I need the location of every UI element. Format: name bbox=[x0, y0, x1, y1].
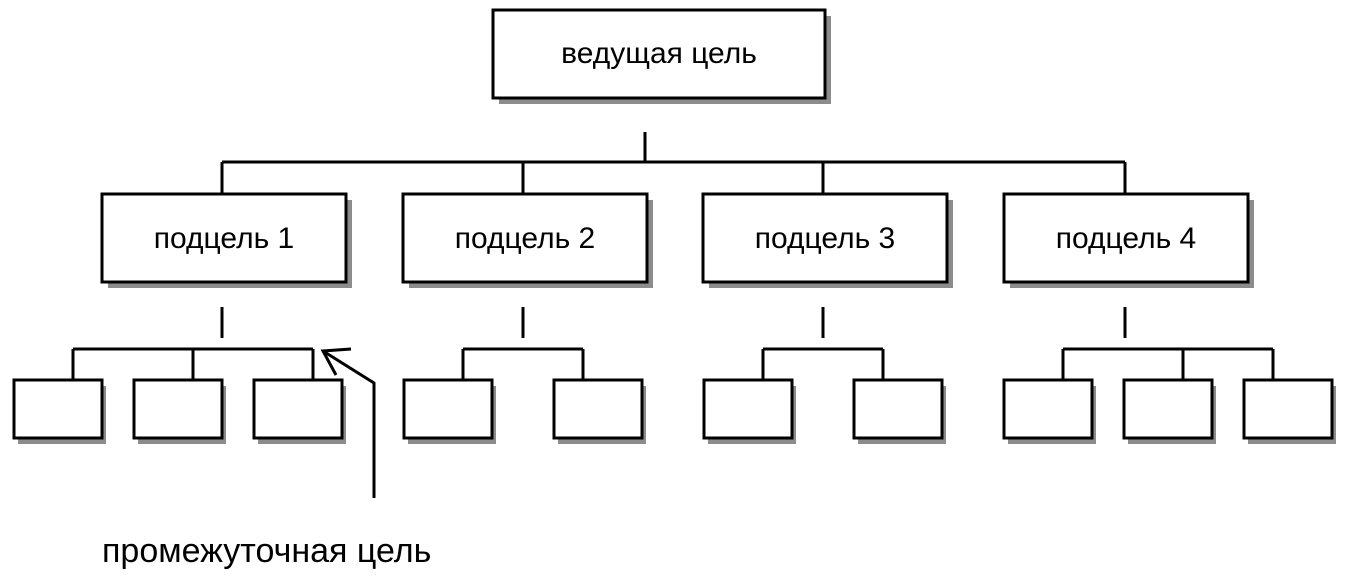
subgoal-label-4: подцель 4 bbox=[1056, 222, 1196, 255]
leaf-node bbox=[12, 378, 106, 444]
leaf-nodes bbox=[12, 378, 1336, 444]
annotation-label: промежуточная цель bbox=[102, 532, 431, 570]
leaf-node bbox=[702, 378, 796, 444]
subgoal-node-3: подцель 3 bbox=[701, 192, 953, 288]
annotation-arrow bbox=[320, 347, 376, 498]
leaf-node bbox=[132, 378, 226, 444]
subgoal-node-4: подцель 4 bbox=[1002, 192, 1254, 288]
leaf-node bbox=[402, 378, 496, 444]
root-goal-label: ведущая цель bbox=[561, 37, 757, 70]
subgoal-label-3: подцель 3 bbox=[755, 222, 895, 255]
subgoal-node-1: подцель 1 bbox=[100, 192, 352, 288]
leaf-node bbox=[1122, 378, 1216, 444]
subgoal-node-2: подцель 2 bbox=[401, 192, 653, 288]
leaf-node bbox=[1242, 378, 1336, 444]
leaf-node bbox=[552, 378, 646, 444]
subgoal-connectors bbox=[71, 307, 1275, 380]
subgoal-label-1: подцель 1 bbox=[154, 222, 294, 255]
subgoal-label-2: подцель 2 bbox=[455, 222, 595, 255]
leaf-node bbox=[1002, 378, 1096, 444]
leaf-node bbox=[852, 378, 946, 444]
root-goal-node: ведущая цель bbox=[491, 8, 831, 104]
leaf-node bbox=[252, 378, 346, 444]
root-connectors bbox=[220, 132, 1127, 194]
